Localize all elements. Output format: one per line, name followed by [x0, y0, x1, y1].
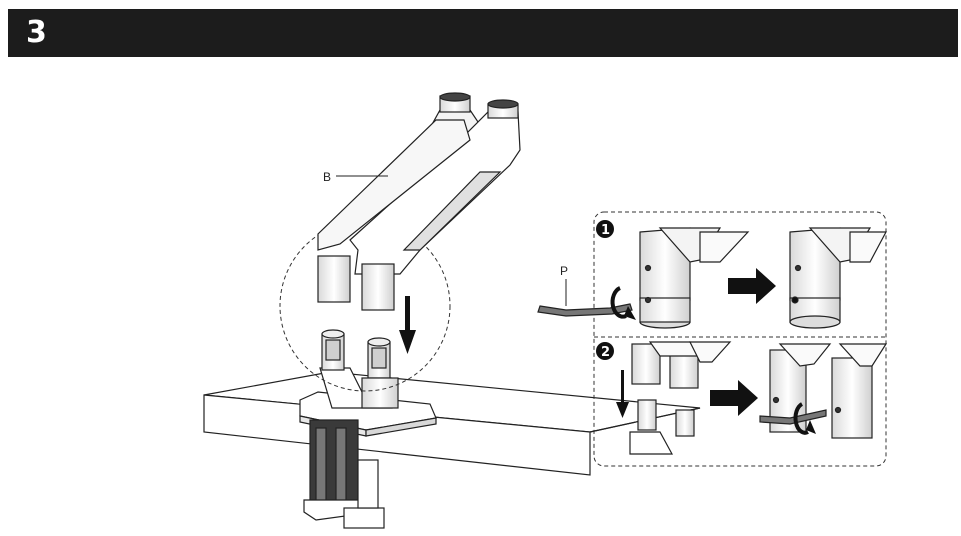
tool-label-p: P [560, 264, 568, 278]
rotate-icon-2 [793, 402, 816, 435]
substep2-after [759, 343, 888, 439]
monitor-arm-front [317, 99, 521, 311]
right-arrow-2 [710, 380, 758, 416]
svg-text:2: 2 [601, 345, 610, 360]
pole-posts [319, 329, 399, 409]
step-header-bar: 3 [8, 9, 958, 57]
substep1-before [639, 227, 750, 329]
arm-label-b: B [323, 170, 331, 184]
down-arrow [399, 296, 416, 354]
substep1-after [789, 227, 887, 329]
step-number: 3 [26, 15, 47, 50]
substep-badge-1: 1 [596, 220, 614, 238]
down-arrow-small [616, 370, 629, 418]
substep2-before [629, 341, 732, 455]
hex-key-tool [537, 303, 633, 317]
clamp-base [299, 391, 437, 529]
desk-surface [203, 371, 701, 476]
svg-text:1: 1 [601, 223, 610, 238]
detail-panel [593, 211, 887, 467]
right-arrow-1 [728, 268, 776, 304]
rotate-icon-1 [610, 286, 636, 320]
substep-badge-2: 2 [596, 342, 614, 360]
